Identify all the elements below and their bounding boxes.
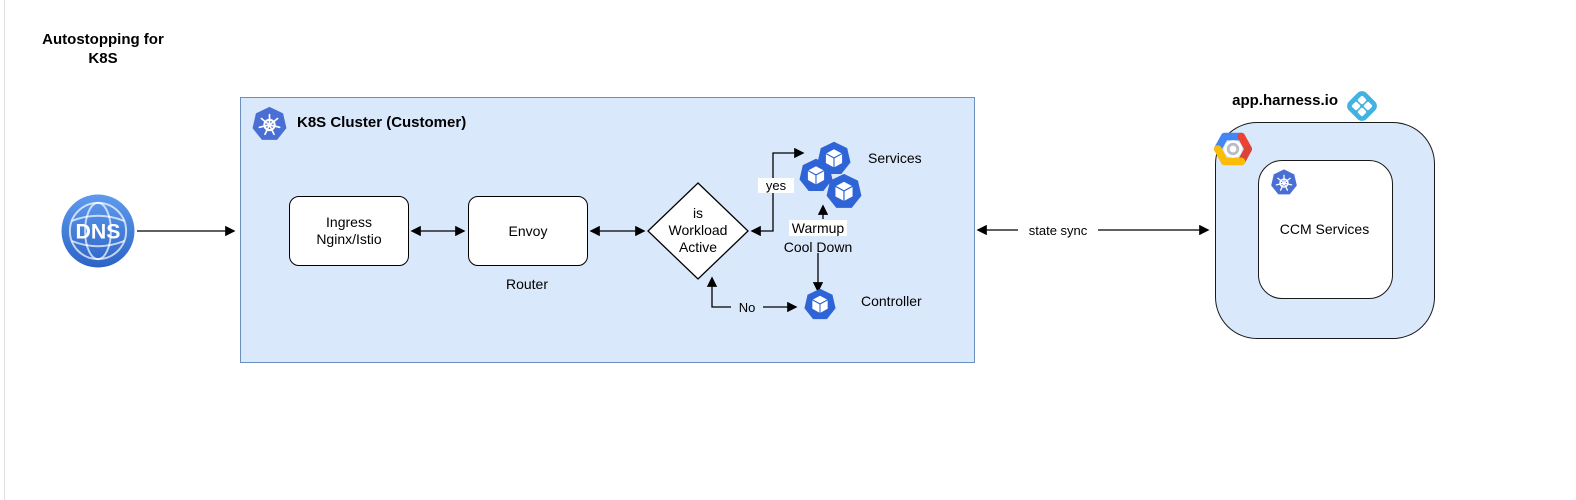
ingress-label-line2: Nginx/Istio bbox=[316, 231, 382, 247]
decision-line1: is bbox=[692, 205, 704, 221]
ingress-label-line1: Ingress bbox=[326, 214, 372, 230]
services-label: Services bbox=[868, 150, 922, 166]
cooldown-label: Cool Down bbox=[783, 239, 853, 255]
envoy-label: Envoy bbox=[508, 222, 548, 239]
page-edge-line bbox=[4, 0, 5, 500]
dns-icon: DNS bbox=[61, 194, 135, 268]
diagram-title: Autostopping for K8S bbox=[28, 30, 178, 68]
harness-domain-label: app.harness.io bbox=[1232, 92, 1338, 109]
service-cube-icon bbox=[817, 141, 851, 174]
edge-label-warmup-cooldown: Warmup Cool Down bbox=[778, 219, 858, 257]
diagram-title-line2: K8S bbox=[88, 50, 118, 67]
cluster-title: K8S Cluster (Customer) bbox=[297, 114, 467, 131]
edge-label-yes: yes bbox=[758, 178, 794, 193]
service-cube-icon bbox=[826, 173, 862, 208]
router-caption: Router bbox=[505, 276, 549, 292]
diagram-title-line1: Autostopping for bbox=[42, 31, 164, 48]
edge-label-no: No bbox=[731, 300, 763, 315]
envoy-node: Envoy bbox=[468, 196, 588, 266]
kubernetes-icon bbox=[1271, 169, 1297, 195]
harness-logo-icon bbox=[1347, 91, 1377, 121]
ccm-services-label: CCM Services bbox=[1279, 221, 1370, 237]
ingress-node: Ingress Nginx/Istio bbox=[289, 196, 409, 266]
kubernetes-icon bbox=[252, 106, 287, 140]
warmup-label: Warmup bbox=[788, 220, 848, 236]
decision-label: is Workload Active bbox=[648, 205, 748, 256]
google-cloud-icon bbox=[1214, 132, 1252, 166]
dns-label: DNS bbox=[76, 220, 121, 244]
decision-line2: Workload bbox=[668, 222, 728, 238]
controller-cube-icon bbox=[804, 288, 836, 320]
edge-label-state-sync: state sync bbox=[1018, 223, 1098, 238]
controller-label: Controller bbox=[861, 293, 922, 309]
decision-line3: Active bbox=[678, 239, 718, 255]
